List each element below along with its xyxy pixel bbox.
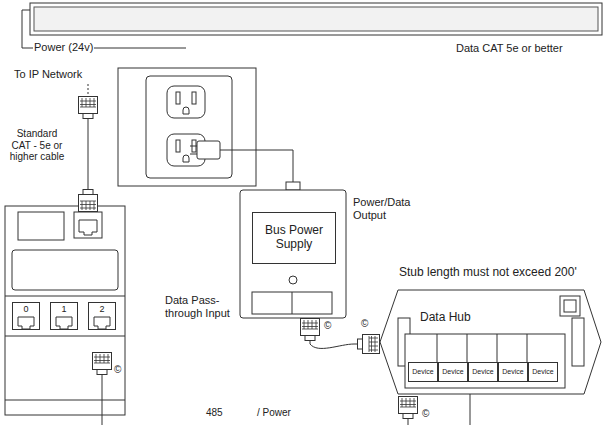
power-supply-box: Bus Power Supply — [252, 212, 336, 264]
bus-port: 1 — [50, 302, 78, 330]
hub-terminal — [560, 296, 580, 316]
gateway-label-window — [18, 212, 64, 240]
port-number: 0 — [23, 304, 28, 314]
callout-mark: © — [113, 364, 122, 376]
device-cable — [408, 422, 409, 425]
port-name: Device — [442, 368, 463, 376]
cat5-cable — [88, 122, 89, 186]
socket-slot — [176, 140, 180, 152]
rj45-plug — [354, 335, 380, 354]
rj45-plug — [93, 353, 112, 379]
device-name: Data Hub — [420, 311, 471, 325]
callout-mark: © — [360, 318, 369, 330]
rj11-socket — [94, 317, 110, 329]
rj45-plug — [399, 397, 418, 423]
gateway-housing — [5, 206, 125, 415]
cord-strain-relief — [286, 182, 300, 190]
device-port: Device — [438, 362, 468, 382]
rj45-plug — [79, 186, 98, 212]
device-port: Device — [468, 362, 498, 382]
device-bay — [405, 334, 565, 388]
bay-dividers — [437, 334, 527, 362]
output-label: Power/Data Output — [352, 196, 422, 221]
hub-plug — [354, 335, 380, 354]
power-supply-housing — [240, 190, 346, 318]
port-name: Device — [502, 368, 523, 376]
gateway-lines — [5, 296, 125, 400]
outlet-plate — [146, 76, 232, 178]
bus-port: 2 — [88, 302, 116, 330]
signal-name: / Power — [256, 407, 292, 419]
socket-slot — [176, 92, 180, 104]
wall-box — [118, 68, 256, 186]
stub-note: Stub length must not exceed 200' — [398, 266, 578, 280]
rj11-socket — [18, 317, 34, 329]
network-link — [88, 84, 89, 96]
rj45-plug — [79, 97, 98, 123]
port-name: Device — [412, 368, 433, 376]
hub-clip — [572, 318, 584, 366]
callout-mark: © — [323, 320, 332, 332]
port-name: Device — [532, 368, 553, 376]
cable-track — [30, 3, 602, 35]
ethernet-port-socket — [79, 220, 97, 235]
ethernet-port — [74, 212, 102, 238]
device-port: Device — [408, 362, 438, 382]
plug-prongs — [190, 146, 197, 154]
port-strip — [252, 292, 332, 314]
cable-track-inner — [34, 7, 598, 31]
data-hub: Data HubDevice Device Device Device Device — [380, 290, 601, 394]
socket-ground — [183, 107, 189, 114]
callout-mark: © — [421, 408, 430, 420]
signal-name: 485 — [205, 407, 224, 419]
indicator-led — [289, 276, 297, 284]
device-cable — [470, 394, 471, 425]
cable-note: Standard CAT - 5e or higher cable — [6, 128, 68, 163]
power-data-cable — [310, 344, 354, 348]
device-port: Device — [498, 362, 528, 382]
rj11-socket — [56, 317, 72, 329]
bus-cable — [102, 378, 103, 425]
hub-outline-path — [380, 290, 601, 394]
port-divider — [292, 292, 293, 314]
socket-slot — [192, 92, 196, 104]
power-cord — [220, 150, 293, 182]
outlet-socket — [167, 86, 205, 118]
hub-terminal-inner — [564, 300, 576, 312]
rj45-plug — [301, 319, 320, 345]
port-number: 2 — [99, 304, 104, 314]
gateway-panel — [12, 250, 118, 290]
device-port: Device — [528, 362, 558, 382]
power-plug — [197, 141, 220, 159]
power-label: Power (24v) — [33, 41, 94, 54]
device-name: Bus Power Supply — [256, 224, 332, 252]
bus-port: 0 — [12, 302, 40, 330]
port-name: Device — [472, 368, 493, 376]
port-number: 1 — [61, 304, 66, 314]
input-label: Data Pass-through Input — [164, 294, 238, 319]
socket-ground — [183, 155, 189, 162]
cable-note: Data CAT 5e or better — [455, 42, 564, 55]
network-label: To IP Network — [13, 68, 83, 81]
